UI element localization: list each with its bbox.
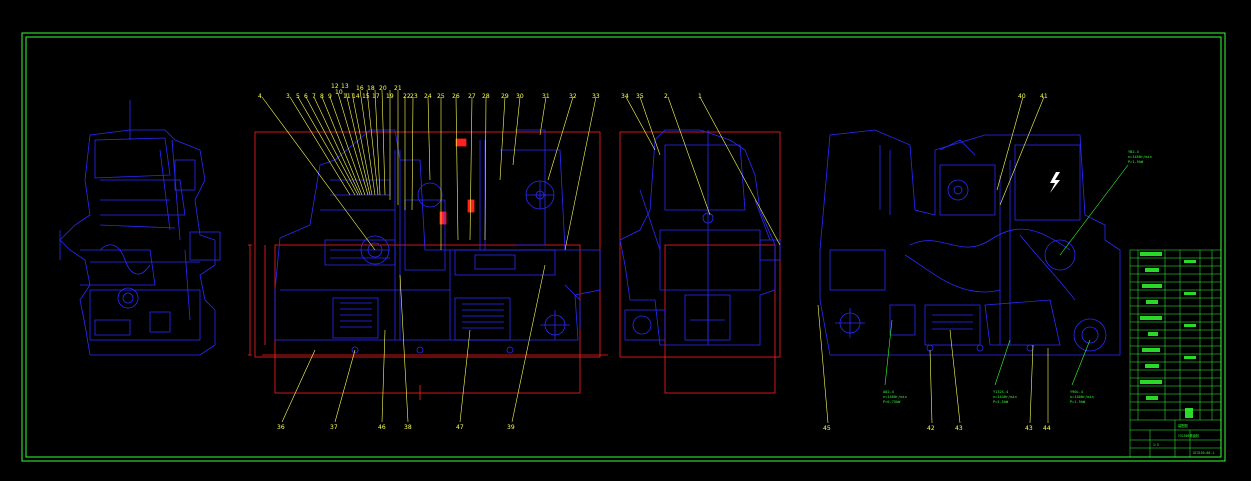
spec-note-bottom-2: Y132S-4 n=1440r/min P=5.5kW <box>993 390 1017 404</box>
view-end <box>619 129 781 346</box>
spec-line: YB2-4 <box>1128 150 1139 154</box>
parts-list-fill <box>1140 252 1196 418</box>
callout-45: 45 <box>823 425 831 432</box>
callout-13: 13 <box>341 83 349 90</box>
callout-15: 15 <box>362 93 370 100</box>
callout-30: 30 <box>516 93 524 100</box>
callout-9: 9 <box>328 93 332 100</box>
spec-line: n=1400r/min <box>883 395 907 399</box>
callout-43a: 43 <box>955 425 963 432</box>
title-block-text: 装配图 Y3150E滚齿机 1:5 GC3150-00-1 <box>1153 423 1214 455</box>
title-block-line: 装配图 <box>1178 423 1188 428</box>
callout-3: 3 <box>286 93 290 100</box>
view-front-dimensions <box>248 131 608 400</box>
top-callouts: 4 3 5 6 7 8 9 10 11 12 13 14 15 16 17 18… <box>258 83 1048 100</box>
spec-line: Y90L-4 <box>1070 390 1083 394</box>
callout-40: 40 <box>1018 93 1026 100</box>
spec-line: n=1440r/min <box>993 395 1017 399</box>
callout-37: 37 <box>330 424 338 431</box>
callout-22: 22 <box>403 93 411 100</box>
callout-46: 46 <box>378 424 386 431</box>
spec-line: P=1.5kW <box>1128 160 1144 164</box>
callout-24: 24 <box>424 93 432 100</box>
callout-10: 10 <box>335 89 343 96</box>
callout-21: 21 <box>394 85 402 92</box>
callout-14: 14 <box>352 93 360 100</box>
callout-16: 16 <box>356 85 364 92</box>
callout-35: 35 <box>636 93 644 100</box>
view-front <box>274 129 601 354</box>
title-block-line: 1:5 <box>1153 443 1159 447</box>
callout-23: 23 <box>410 93 418 100</box>
callout-4: 4 <box>258 93 262 100</box>
view-left-side <box>59 100 221 356</box>
callout-44: 44 <box>1043 425 1051 432</box>
lightning-bolt-icon <box>1050 172 1060 193</box>
outer-frame <box>21 32 1226 462</box>
callout-1: 1 <box>698 93 702 100</box>
spec-line: n=1450r/min <box>1128 155 1152 159</box>
callout-42: 42 <box>927 425 935 432</box>
callout-20: 20 <box>379 85 387 92</box>
callout-39: 39 <box>507 424 515 431</box>
inner-frame <box>25 36 1222 458</box>
callout-5: 5 <box>296 93 300 100</box>
callout-47: 47 <box>456 424 464 431</box>
callout-38: 38 <box>404 424 412 431</box>
view-end-red <box>619 131 781 394</box>
parts-list-table <box>1129 249 1222 458</box>
spec-line: Y132S-4 <box>993 390 1008 394</box>
callout-19: 19 <box>386 93 394 100</box>
spec-note-bottom-1: A02-4 n=1400r/min P=0.75kW <box>883 390 907 404</box>
callout-31: 31 <box>542 93 550 100</box>
view-rear <box>819 129 1121 356</box>
callout-11: 11 <box>343 93 351 100</box>
callout-32: 32 <box>569 93 577 100</box>
spec-note-upper-right: YB2-4 n=1450r/min P=1.5kW <box>1128 150 1152 164</box>
callout-36: 36 <box>277 424 285 431</box>
callout-6: 6 <box>304 93 308 100</box>
spec-line: A02-4 <box>883 390 894 394</box>
callout-18: 18 <box>367 85 375 92</box>
spec-leaders <box>884 164 1129 386</box>
callout-7: 7 <box>312 93 316 100</box>
leader-lines <box>261 89 1049 424</box>
callout-27: 27 <box>468 93 476 100</box>
bottom-callouts: 36 37 46 38 47 39 45 42 43 43 44 <box>277 424 1051 432</box>
title-block-line: GC3150-00-1 <box>1193 451 1214 455</box>
spec-line: P=1.5kW <box>1070 400 1086 404</box>
callout-41: 41 <box>1040 93 1048 100</box>
callout-12: 12 <box>331 83 339 90</box>
callout-25: 25 <box>437 93 445 100</box>
callout-2: 2 <box>664 93 668 100</box>
callout-43b: 43 <box>1025 425 1033 432</box>
callout-28: 28 <box>482 93 490 100</box>
spec-line: P=5.5kW <box>993 400 1009 404</box>
spec-line: P=0.75kW <box>883 400 901 404</box>
callout-33: 33 <box>592 93 600 100</box>
callout-8: 8 <box>320 93 324 100</box>
title-block-line: Y3150E滚齿机 <box>1178 433 1200 438</box>
callout-34: 34 <box>621 93 629 100</box>
callout-26: 26 <box>452 93 460 100</box>
callout-17: 17 <box>372 93 380 100</box>
spec-line: n=1400r/min <box>1070 395 1094 399</box>
callout-29: 29 <box>501 93 509 100</box>
spec-note-bottom-3: Y90L-4 n=1400r/min P=1.5kW <box>1070 390 1094 404</box>
